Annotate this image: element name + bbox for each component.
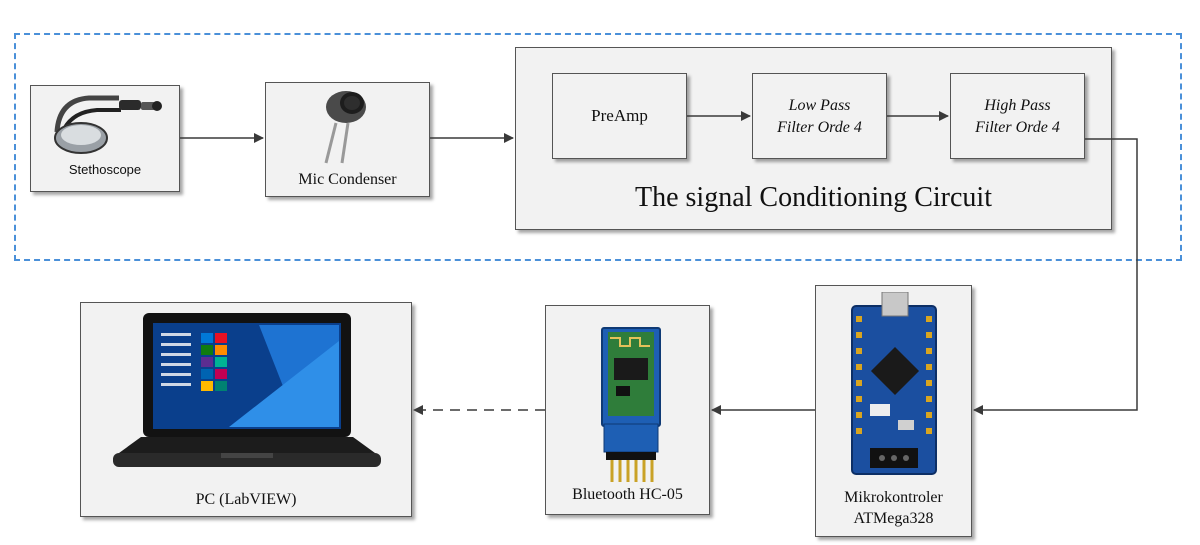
- pc-label: PC (LabVIEW): [195, 491, 297, 508]
- high-pass-label-line2: Filter Orde 4: [975, 119, 1060, 136]
- microcontroller-label-line1: Mikrokontroler: [844, 489, 943, 506]
- microcontroller-label-line2: ATMega328: [853, 510, 934, 527]
- laptop-icon: [113, 313, 381, 467]
- stethoscope-icon: [54, 95, 162, 154]
- low-pass-label-line1: Low Pass: [788, 97, 851, 114]
- pc-block: PC (LabVIEW): [80, 302, 412, 517]
- mic-condenser-block: Mic Condenser: [265, 82, 430, 197]
- high-pass-filter-block: High Pass Filter Orde 4: [950, 73, 1085, 159]
- preamp-block: PreAmp: [552, 73, 687, 159]
- microcontroller-block: Mikrokontroler ATMega328: [815, 285, 972, 537]
- bluetooth-block: Bluetooth HC-05: [545, 305, 710, 515]
- stethoscope-block: Stethoscope: [30, 85, 180, 192]
- bluetooth-module-icon: [601, 327, 661, 482]
- stethoscope-label: Stethoscope: [68, 162, 142, 177]
- low-pass-label-line2: Filter Orde 4: [777, 119, 862, 136]
- mic-condenser-label: Mic Condenser: [298, 171, 397, 188]
- microphone-icon: [324, 91, 366, 164]
- low-pass-filter-block: Low Pass Filter Orde 4: [752, 73, 887, 159]
- acquisition-group-frame: [14, 33, 1182, 261]
- bluetooth-label: Bluetooth HC-05: [572, 486, 683, 503]
- high-pass-label-line1: High Pass: [984, 97, 1051, 114]
- arduino-nano-icon: [851, 292, 937, 475]
- signal-conditioning-title: The signal Conditioning Circuit: [635, 182, 992, 213]
- preamp-label: PreAmp: [591, 106, 648, 125]
